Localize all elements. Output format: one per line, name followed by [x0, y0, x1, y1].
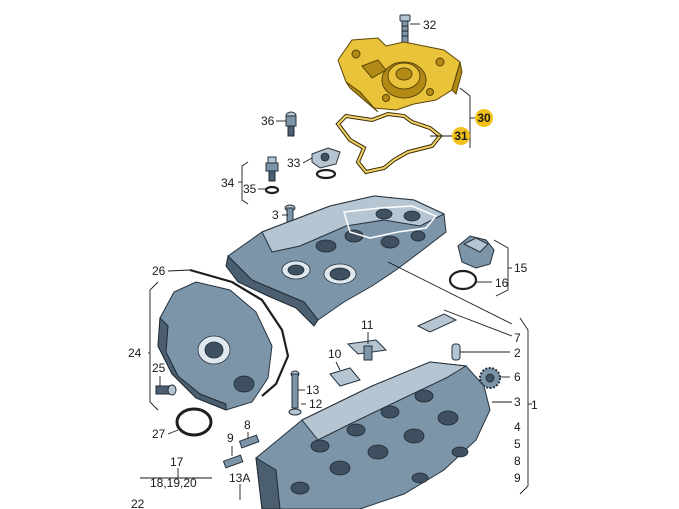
label-11: 11	[361, 318, 374, 332]
gasket-31	[335, 111, 443, 175]
valve-housing-30	[337, 37, 463, 113]
label-35: 35	[243, 182, 257, 196]
label-24: 24	[128, 346, 142, 360]
seal-strip-7	[416, 313, 458, 333]
label-1: 1	[531, 398, 538, 412]
bolt-13	[288, 370, 302, 416]
bolt-25	[155, 384, 177, 396]
label-2: 2	[514, 346, 521, 360]
label-13a: 13A	[229, 471, 250, 485]
label-18-19-20: 18,19,20	[150, 476, 197, 490]
label-6: 6	[514, 370, 521, 384]
bolt-32	[399, 14, 411, 44]
label-3-lower: 3	[514, 395, 521, 409]
seal-35	[264, 185, 280, 195]
label-34: 34	[221, 176, 235, 190]
label-22: 22	[131, 497, 145, 509]
label-31: 31	[454, 129, 468, 143]
label-16: 16	[495, 276, 509, 290]
label-12: 12	[309, 397, 323, 411]
plate-10	[329, 367, 361, 387]
seal-strip-11	[346, 339, 388, 361]
gear-6	[479, 367, 501, 389]
leader-lines	[140, 23, 532, 500]
label-36: 36	[261, 114, 275, 128]
stud-8	[238, 434, 260, 449]
label-32: 32	[423, 18, 437, 32]
label-4: 4	[514, 420, 521, 434]
plug-36	[285, 111, 297, 137]
label-15: 15	[514, 261, 528, 275]
label-8-lower: 8	[514, 454, 521, 468]
label-13: 13	[306, 383, 320, 397]
stud-9	[222, 454, 244, 469]
seal-16	[448, 269, 478, 291]
label-9-lower: 9	[514, 471, 521, 485]
pin-2	[451, 343, 461, 361]
label-27: 27	[152, 427, 166, 441]
label-9: 9	[227, 431, 234, 445]
label-10: 10	[328, 347, 342, 361]
label-30: 30	[477, 111, 491, 125]
timing-cover-24	[157, 281, 273, 411]
label-5: 5	[514, 437, 521, 451]
label-17: 17	[170, 455, 184, 469]
label-25: 25	[152, 361, 166, 375]
sensor-33	[311, 147, 341, 180]
sensor-34	[264, 156, 280, 195]
cylinder-head-1	[255, 361, 491, 509]
badge-31	[452, 127, 470, 145]
o-ring-27	[175, 407, 213, 437]
washer-12	[288, 408, 302, 416]
label-33: 33	[287, 156, 301, 170]
label-7: 7	[514, 331, 521, 345]
label-26: 26	[152, 264, 166, 278]
badge-30	[475, 109, 493, 127]
gasket-26	[189, 268, 290, 397]
label-8: 8	[244, 418, 251, 432]
oil-filler-cap-15	[448, 235, 495, 291]
label-3-upper: 3	[272, 208, 279, 222]
cylinder-head-cover	[225, 195, 447, 327]
